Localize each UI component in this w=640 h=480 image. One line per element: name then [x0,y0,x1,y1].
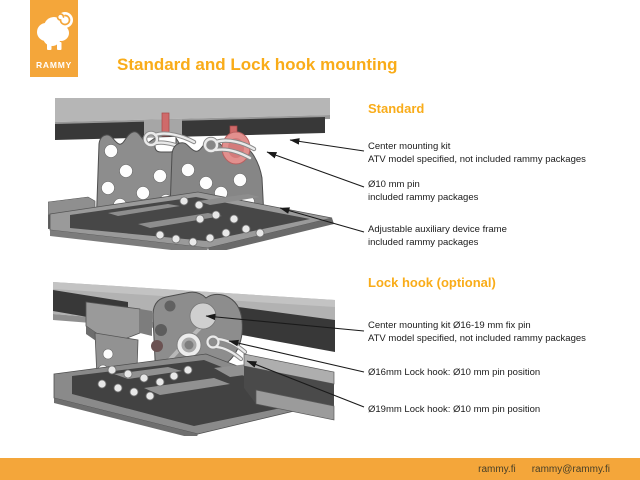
footer-bar: rammy.fi rammy@rammy.fi [0,458,640,480]
rammy-logo: RAMMY [30,0,78,77]
annotation-line: Ø16mm Lock hook: Ø10 mm pin position [368,367,541,378]
annotation-line: Ø19mm Lock hook: Ø10 mm pin position [368,404,541,415]
annotation-line: included rammy packages [368,192,479,203]
lock-hook-diagram [53,282,365,436]
ram-icon [37,12,73,50]
footer-website: rammy.fi [478,463,516,475]
page-title: Standard and Lock hook mounting [117,55,398,74]
standard-mounting-diagram [48,98,365,250]
annotation-auxiliary-frame: Adjustable auxiliary device frame includ… [368,223,618,249]
annotation-19mm-hook: Ø19mm Lock hook: Ø10 mm pin position [368,403,618,416]
annotation-16mm-hook: Ø16mm Lock hook: Ø10 mm pin position [368,366,618,379]
annotation-pin: Ø10 mm pin included rammy packages [368,178,618,204]
logo-wordmark: RAMMY [35,60,73,70]
annotation-line: ATV model specified, not included rammy … [368,154,586,165]
annotation-line: Ø10 mm pin [368,179,420,190]
footer-email: rammy@rammy.fi [531,463,610,475]
annotation-line: Center mounting kit Ø16-19 mm fix pin [368,320,531,331]
annotation-line: Center mounting kit [368,141,451,152]
annotation-line: ATV model specified, not included rammy … [368,333,586,344]
section-heading-lock-hook: Lock hook (optional) [368,275,496,290]
annotation-center-mounting-kit: Center mounting kit ATV model specified,… [368,140,618,166]
annotation-line: Adjustable auxiliary device frame [368,224,507,235]
section-heading-standard: Standard [368,101,425,116]
annotation-line: included rammy packages [368,237,479,248]
annotation-lock-center-kit: Center mounting kit Ø16-19 mm fix pin AT… [368,319,618,345]
